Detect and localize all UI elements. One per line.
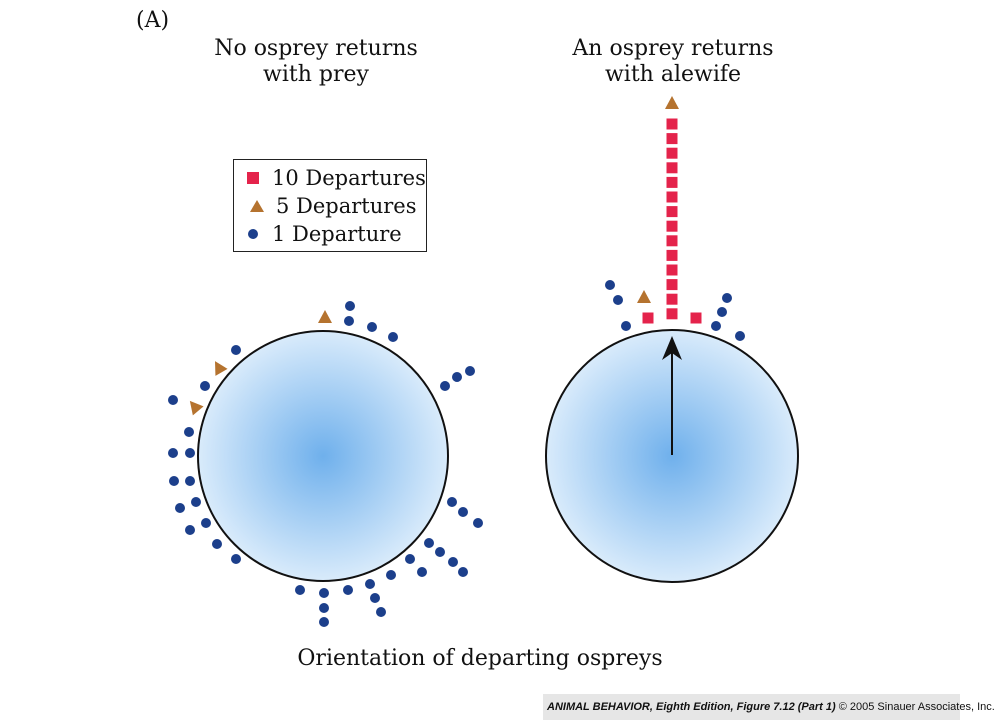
left-departure-marks <box>168 301 483 627</box>
panel-label: (A) <box>136 8 170 33</box>
right-title-line-1: An osprey returns <box>572 36 774 61</box>
departure-dot <box>405 554 415 564</box>
dot-marker-icon <box>242 224 264 244</box>
departure-dot <box>231 345 241 355</box>
departure-dot <box>388 332 398 342</box>
departure-dot <box>185 476 195 486</box>
departure-square <box>666 235 678 247</box>
left-title-line-1: No osprey returns <box>214 36 418 61</box>
departure-dot <box>465 366 475 376</box>
departure-dot <box>717 307 727 317</box>
departure-dot <box>458 567 468 577</box>
departure-dot <box>376 607 386 617</box>
legend-row-squares: 10 Departures <box>242 164 426 192</box>
credit-copyright: © 2005 Sinauer Associates, Inc. <box>838 701 995 713</box>
departure-dot <box>473 518 483 528</box>
legend-row-triangles: 5 Departures <box>242 192 426 220</box>
departure-dot <box>447 497 457 507</box>
departure-dot <box>168 395 178 405</box>
departure-square <box>666 220 678 232</box>
departure-square <box>690 312 702 324</box>
departure-dot <box>201 518 211 528</box>
figure-caption: Orientation of departing ospreys <box>297 646 663 671</box>
departure-dot <box>424 538 434 548</box>
departure-square <box>666 279 678 291</box>
departure-dot <box>365 579 375 589</box>
legend-label-triangles: 5 Departures <box>276 194 417 218</box>
departure-dot <box>722 293 732 303</box>
departure-dot <box>231 554 241 564</box>
departure-triangle <box>637 290 651 303</box>
departure-dot <box>605 280 615 290</box>
right-diagram-title: An osprey returns with alewife <box>548 36 798 88</box>
departure-dot <box>613 295 623 305</box>
departure-dot <box>344 316 354 326</box>
credit-book: ANIMAL BEHAVIOR, Eighth Edition, Figure … <box>547 701 836 713</box>
departure-dot <box>343 585 353 595</box>
departure-square <box>666 191 678 203</box>
departure-square <box>666 147 678 159</box>
departure-dot <box>621 321 631 331</box>
departure-square <box>666 206 678 218</box>
left-diagram-title: No osprey returns with prey <box>196 36 436 88</box>
departure-dot <box>370 593 380 603</box>
departure-square <box>666 249 678 261</box>
departure-dot <box>458 507 468 517</box>
legend-label-squares: 10 Departures <box>272 166 426 190</box>
figure-credit: ANIMAL BEHAVIOR, Eighth Edition, Figure … <box>543 694 995 720</box>
departure-dot <box>191 497 201 507</box>
right-departure-marks <box>605 96 745 341</box>
departure-square <box>666 293 678 305</box>
left-arena-circle <box>197 330 449 582</box>
left-title-line-2: with prey <box>263 62 369 87</box>
departure-dot <box>386 570 396 580</box>
right-arena-circle <box>545 329 799 583</box>
departure-dot <box>184 427 194 437</box>
departure-square <box>666 176 678 188</box>
triangle-marker-icon <box>246 196 268 216</box>
departure-square <box>666 162 678 174</box>
square-marker-icon <box>242 168 264 188</box>
departure-dot <box>319 617 329 627</box>
orientation-diagram <box>168 96 799 627</box>
departure-dot <box>319 603 329 613</box>
departure-triangle <box>189 400 204 416</box>
departure-dot <box>185 448 195 458</box>
departure-dot <box>345 301 355 311</box>
departure-dot <box>175 503 185 513</box>
legend-label-dots: 1 Departure <box>272 222 402 246</box>
legend-row-dots: 1 Departure <box>242 220 426 248</box>
departure-dot <box>452 372 462 382</box>
departure-square <box>642 312 654 324</box>
departure-dot <box>448 557 458 567</box>
departure-square <box>666 133 678 145</box>
departure-dot <box>185 525 195 535</box>
departure-square <box>666 264 678 276</box>
departure-dot <box>169 476 179 486</box>
departure-dot <box>168 448 178 458</box>
departure-dot <box>367 322 377 332</box>
departure-dot <box>295 585 305 595</box>
arrowhead-icon <box>662 336 682 360</box>
departure-square <box>666 308 678 320</box>
return-direction-arrow <box>662 336 682 455</box>
departure-triangle <box>215 361 228 376</box>
departure-dot <box>212 539 222 549</box>
departure-dot <box>319 588 329 598</box>
departure-dot <box>417 567 427 577</box>
departure-dot <box>440 381 450 391</box>
departure-triangle <box>318 310 332 323</box>
legend: 10 Departures 5 Departures 1 Departure <box>233 159 427 252</box>
departure-triangle <box>665 96 679 109</box>
right-title-line-2: with alewife <box>604 62 742 87</box>
departure-dot <box>711 321 721 331</box>
departure-dot <box>200 381 210 391</box>
departure-dot <box>435 547 445 557</box>
departure-square <box>666 118 678 130</box>
departure-dot <box>735 331 745 341</box>
